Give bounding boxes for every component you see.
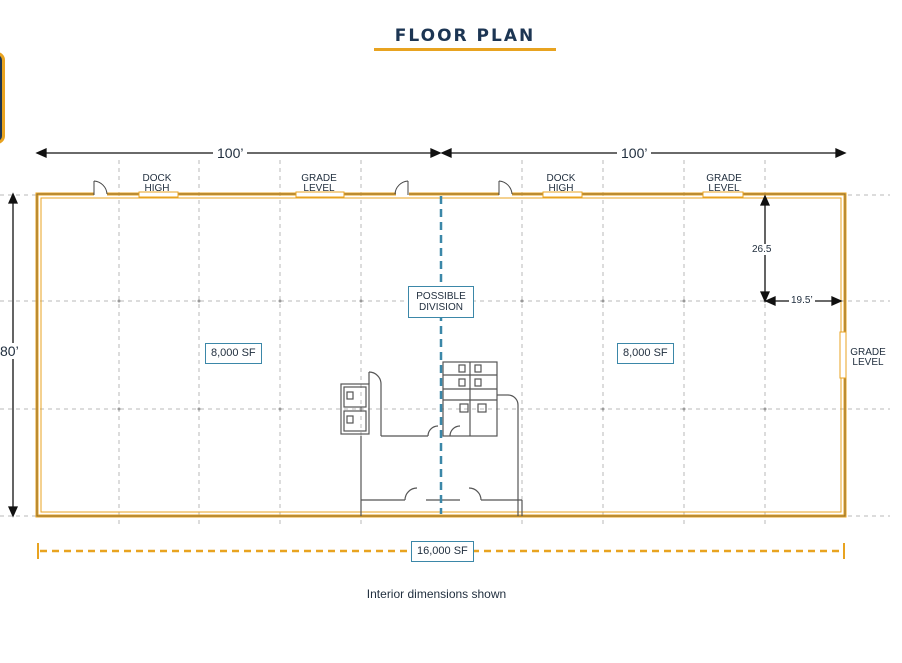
- grade-level-right-label: GRADE LEVEL: [706, 173, 742, 194]
- grid-lines: [0, 160, 890, 525]
- left-width-label: 100’: [213, 145, 248, 161]
- grid-dots: [117, 299, 767, 411]
- dock-offset-horizontal-label: 19.5’: [789, 295, 815, 306]
- left-suite-area: 8,000 SF: [205, 343, 262, 364]
- man-doors: [93, 180, 513, 196]
- page-title: FLOOR PLAN: [394, 26, 536, 46]
- height-label: 80’: [0, 343, 23, 359]
- title-underline: [374, 48, 556, 51]
- possible-division-label: POSSIBLE DIVISION: [408, 286, 474, 318]
- grade-level-side-label: GRADE LEVEL: [850, 347, 886, 368]
- footnote: Interior dimensions shown: [366, 587, 507, 601]
- top-dimension-arrows: [35, 147, 847, 159]
- right-suite-area: 8,000 SF: [617, 343, 674, 364]
- total-area: 16,000 SF: [411, 541, 474, 562]
- dock-high-left-label: DOCK HIGH: [142, 173, 172, 194]
- dock-offset-vertical-label: 26.5: [752, 244, 772, 255]
- interior-rooms: [340, 361, 523, 516]
- right-width-label: 100’: [617, 145, 652, 161]
- dock-offset-arrows: [759, 194, 843, 307]
- dock-high-right-label: DOCK HIGH: [546, 173, 576, 194]
- top-doors: [138, 191, 847, 379]
- grade-level-left-label: GRADE LEVEL: [301, 173, 337, 194]
